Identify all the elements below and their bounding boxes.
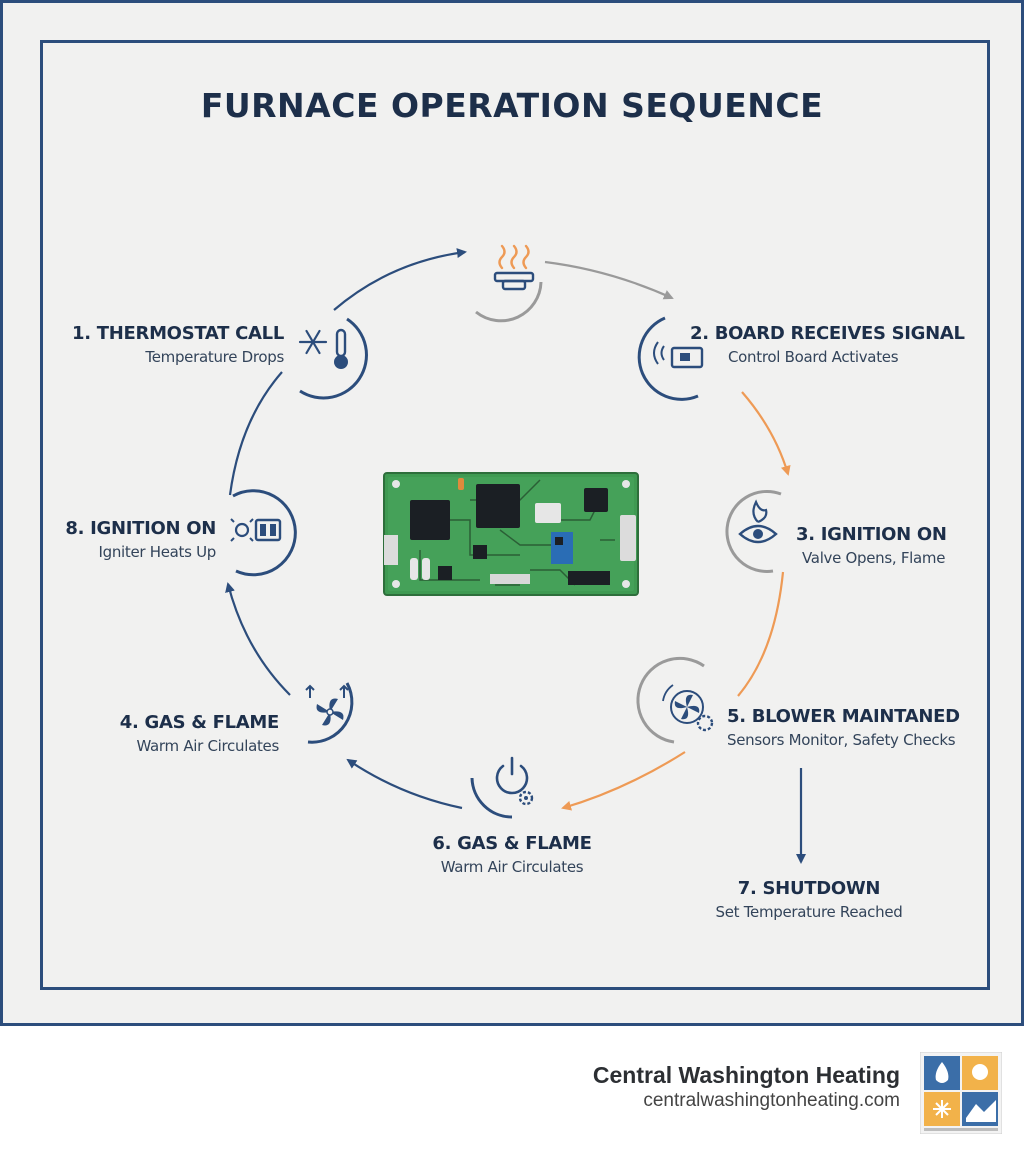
- arrow-ignition-to-blower: [737, 571, 785, 697]
- step-heading: 5. BLOWER MAINTANED: [727, 706, 960, 727]
- step-subtitle: Control Board Activates: [728, 348, 899, 366]
- step-subtitle: Temperature Drops: [145, 348, 284, 366]
- signal-board-icon: [653, 341, 704, 369]
- power-gear-icon: [495, 756, 534, 806]
- step-subtitle: Valve Opens, Flame: [802, 549, 946, 567]
- arrow-board-to-ignition: [741, 391, 791, 476]
- igniter-icon: [230, 518, 282, 542]
- step-1-label: 1. THERMOSTAT CALL Temperature Drops: [72, 323, 284, 366]
- snowflake-thermometer-icon: [298, 328, 348, 369]
- step-8-label: 8. IGNITION ON Igniter Heats Up: [65, 518, 216, 561]
- step-heading: 4. GAS & FLAME: [119, 712, 280, 733]
- flame-eye-icon: [738, 499, 778, 544]
- step-heading: 8. IGNITION ON: [65, 518, 216, 539]
- arrow-thermostat-to-top: [333, 248, 467, 311]
- circuit-board-illustration: [383, 472, 639, 596]
- step-heading: 7. SHUTDOWN: [737, 878, 881, 899]
- step-heading: 6. GAS & FLAME: [432, 833, 592, 854]
- step-heading: 3. IGNITION ON: [796, 524, 947, 545]
- step-4-label: 4. GAS & FLAME Warm Air Circulates: [119, 712, 280, 755]
- node-thermostat: [298, 317, 368, 400]
- arrow-top-to-board: [544, 260, 674, 300]
- inner-frame: [40, 40, 990, 990]
- node-fan: [305, 682, 354, 744]
- fan-gear-icon: [662, 684, 714, 732]
- fan-arrows-icon: [305, 684, 349, 726]
- step-heading: 1. THERMOSTAT CALL: [72, 323, 284, 344]
- company-name: Central Washington Heating: [592, 1062, 900, 1088]
- node-burner: [475, 244, 543, 323]
- company-url[interactable]: centralwashingtonheating.com: [643, 1090, 900, 1111]
- step-subtitle: Set Temperature Reached: [715, 903, 903, 921]
- step-subtitle: Sensors Monitor, Safety Checks: [727, 731, 956, 749]
- step-subtitle: Warm Air Circulates: [440, 858, 584, 876]
- node-blower: [636, 656, 714, 744]
- step-2-label: 2. BOARD RECEIVES SIGNAL Control Board A…: [690, 323, 965, 366]
- burner-flame-icon: [493, 244, 535, 291]
- step-6-label: 6. GAS & FLAME Warm Air Circulates: [412, 833, 612, 876]
- cycle-arrows: [225, 248, 806, 864]
- step-heading: 2. BOARD RECEIVES SIGNAL: [690, 323, 965, 344]
- node-igniter: [230, 489, 297, 577]
- arrow-fan-to-igniter: [225, 582, 291, 696]
- node-ignition-valve: [725, 489, 782, 573]
- step-subtitle: Warm Air Circulates: [136, 737, 279, 755]
- step-7-label: 7. SHUTDOWN Set Temperature Reached: [700, 878, 918, 921]
- arrow-igniter-to-thermostat: [228, 371, 283, 496]
- arrow-blower-to-gas: [561, 751, 686, 811]
- node-power: [470, 756, 534, 819]
- step-5-label: 5. BLOWER MAINTANED Sensors Monitor, Saf…: [727, 706, 960, 749]
- company-logo: [920, 1052, 1002, 1134]
- step-3-label: 3. IGNITION ON Valve Opens, Flame: [796, 524, 947, 567]
- sequence-diagram: [225, 244, 806, 864]
- step-subtitle: Igniter Heats Up: [98, 543, 216, 561]
- arrow-gas-to-fan: [346, 758, 463, 810]
- node-board-signal: [637, 316, 704, 401]
- diagram-title: FURNACE OPERATION SEQUENCE: [200, 86, 824, 125]
